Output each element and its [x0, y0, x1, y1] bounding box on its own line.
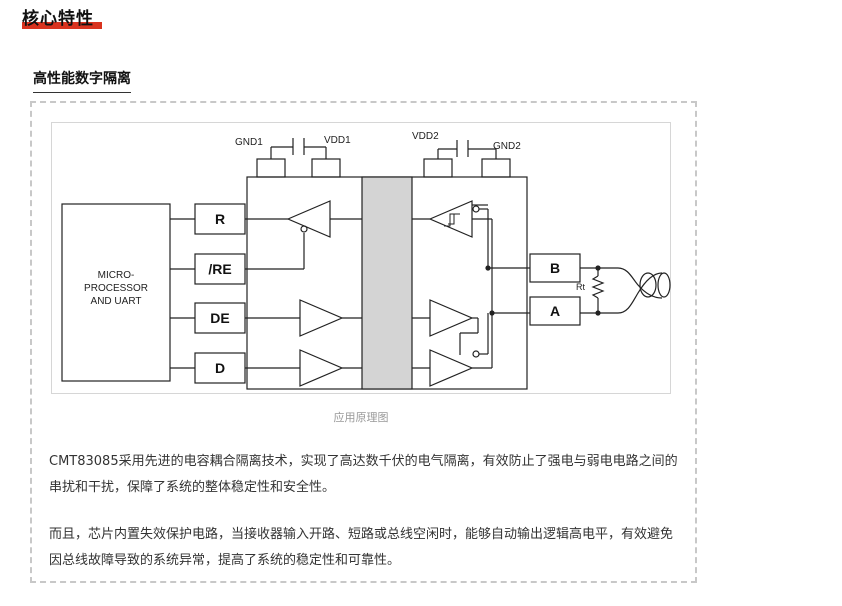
paragraph-failsafe: 而且，芯片内置失效保护电路，当接收器输入开路、短路或总线空闲时，能够自动输出逻辑…	[49, 527, 674, 568]
bus-a-label: A	[550, 303, 560, 319]
subsection-heading: 高性能数字隔离	[33, 68, 131, 93]
gnd1-label: GND1	[235, 137, 263, 148]
receiver-buffer-left	[286, 200, 331, 238]
mcu-label-3: AND UART	[91, 296, 142, 307]
application-diagram: MICRO- PROCESSOR AND UART R /RE DE D GND…	[51, 122, 671, 394]
content-card	[30, 101, 697, 583]
twisted-pair	[617, 267, 663, 299]
d-driver-right	[429, 349, 474, 387]
section-heading: 核心特性	[22, 4, 102, 29]
pin-label-r: R	[215, 211, 225, 227]
mcu-label-2: PROCESSOR	[84, 283, 148, 294]
receiver-schmitt	[428, 200, 473, 238]
pin-label-re: /RE	[208, 261, 231, 277]
mcu-block	[61, 203, 171, 382]
d-buffer-left	[299, 349, 344, 387]
vdd1-label: VDD1	[324, 135, 351, 146]
pin-label-d: D	[215, 360, 225, 376]
gnd2-label: GND2	[493, 141, 521, 152]
diagram-caption: 应用原理图	[333, 411, 389, 424]
mcu-label-1: MICRO-	[98, 270, 135, 281]
de-buffer-right	[429, 299, 474, 337]
isolation-barrier	[361, 176, 413, 390]
pin-label-de: DE	[210, 310, 229, 326]
rt-label: Rt	[576, 282, 585, 292]
paragraph-isolation: CMT83085采用先进的电容耦合隔离技术，实现了高达数千伏的电气隔离，有效防止…	[49, 454, 678, 495]
heading-accent-bar	[22, 22, 102, 29]
circuit-schematic: MICRO- PROCESSOR AND UART R /RE DE D GND…	[61, 131, 671, 390]
bus-b-label: B	[550, 260, 560, 276]
section-heading-text: 核心特性	[22, 9, 94, 29]
de-buffer-left	[299, 299, 344, 337]
vdd2-label: VDD2	[412, 131, 439, 142]
bus-a-box	[529, 296, 581, 326]
